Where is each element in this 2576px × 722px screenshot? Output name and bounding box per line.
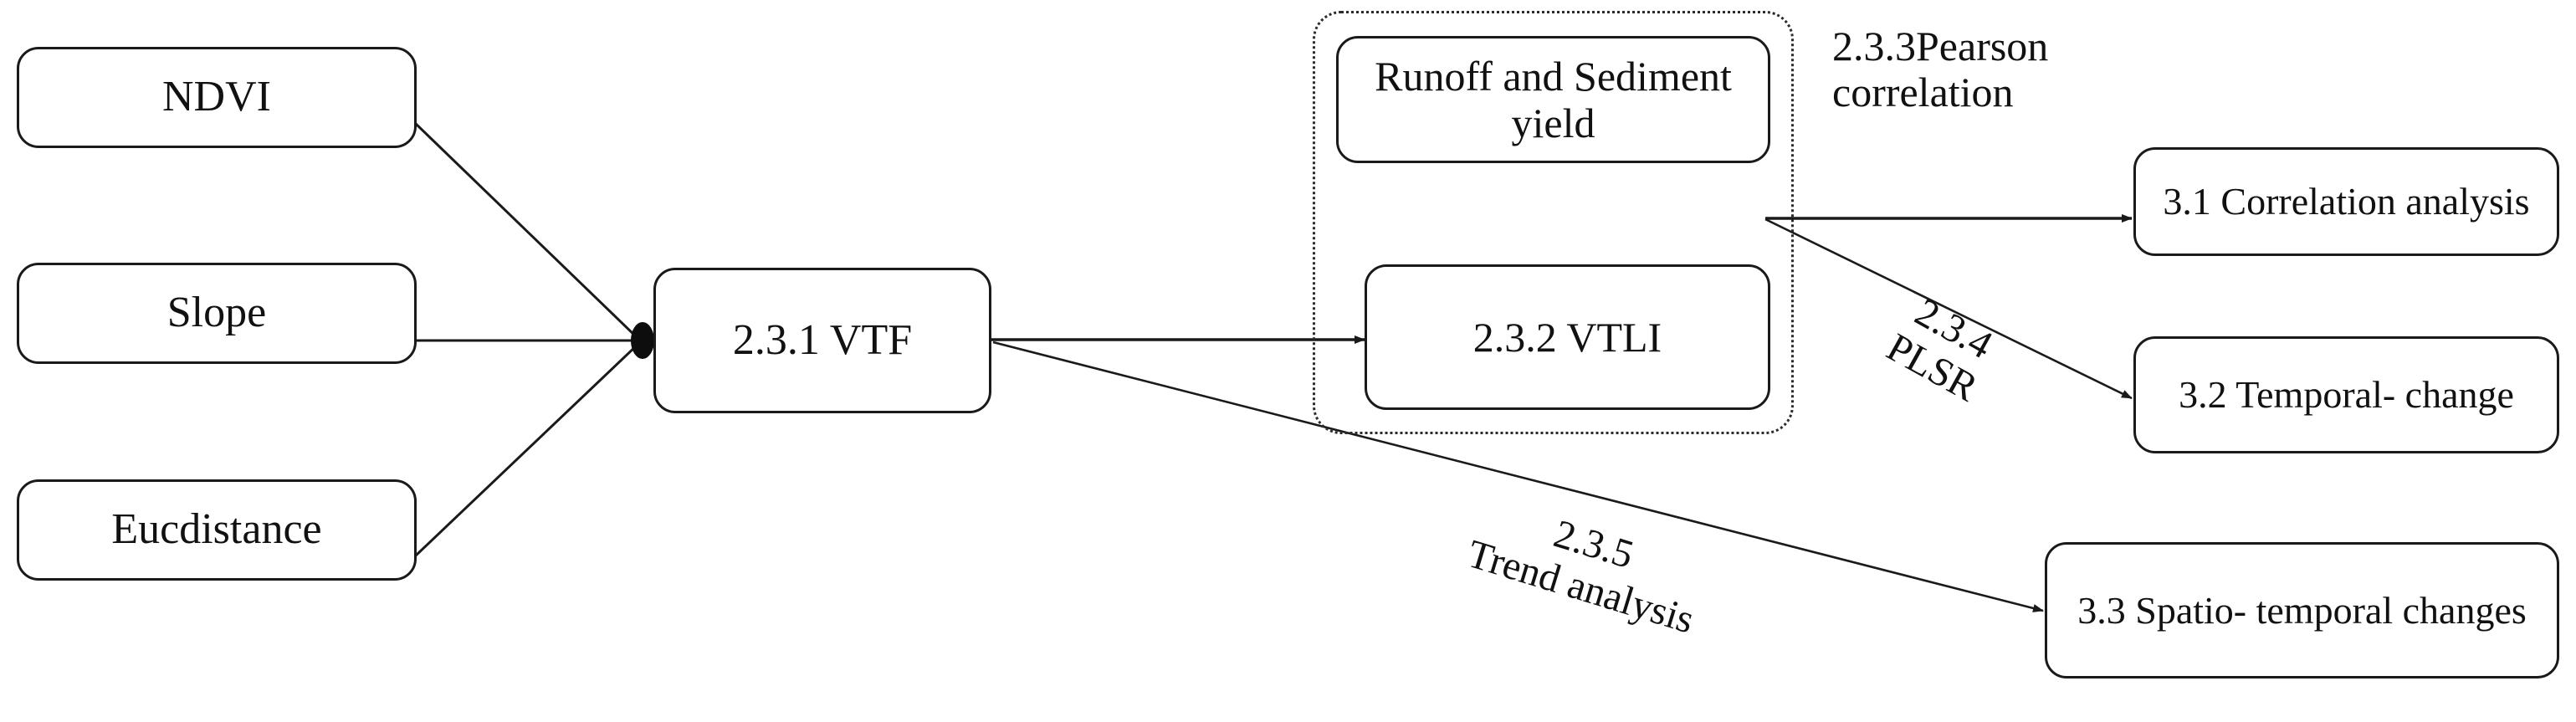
node-vtf-label: 2.3.1 VTF [732,315,913,364]
node-correlation-analysis[interactable]: 3.1 Correlation analysis [2133,147,2559,256]
node-temporal-change-label: 3.2 Temporal- change [2179,373,2514,417]
node-slope-label: Slope [166,289,267,337]
node-eucdistance-label: Eucdistance [111,505,322,554]
node-correlation-analysis-label: 3.1 Correlation analysis [2163,180,2530,223]
node-runoff-sediment-yield-label: Runoff and Sediment yield [1375,53,1732,146]
edge-label-trend: 2.3.5 Trend analysis [1462,511,1699,643]
edge-ndvi-to-vtf [414,122,639,340]
node-temporal-change[interactable]: 3.2 Temporal- change [2133,336,2559,453]
node-spatiotemporal-changes[interactable]: 3.3 Spatio- temporal changes [2045,542,2559,678]
node-vtli-label: 2.3.2 VTLI [1472,314,1662,361]
node-vtli[interactable]: 2.3.2 VTLI [1365,264,1770,410]
edge-eucdistance-to-vtf [414,343,639,557]
node-ndvi-label: NDVI [162,73,271,121]
node-spatiotemporal-changes-label: 3.3 Spatio- temporal changes [2077,588,2527,632]
node-ndvi[interactable]: NDVI [17,47,417,148]
node-vtf[interactable]: 2.3.1 VTF [653,268,991,413]
node-runoff-sediment-yield[interactable]: Runoff and Sediment yield [1336,36,1770,163]
merge-junction-dot [631,322,654,359]
node-slope[interactable]: Slope [17,263,417,364]
node-eucdistance[interactable]: Eucdistance [17,479,417,581]
edge-label-pearson: 2.3.3Pearson correlation [1832,23,2049,115]
edge-label-plsr: 2.3.4 PLSR [1879,289,2000,411]
